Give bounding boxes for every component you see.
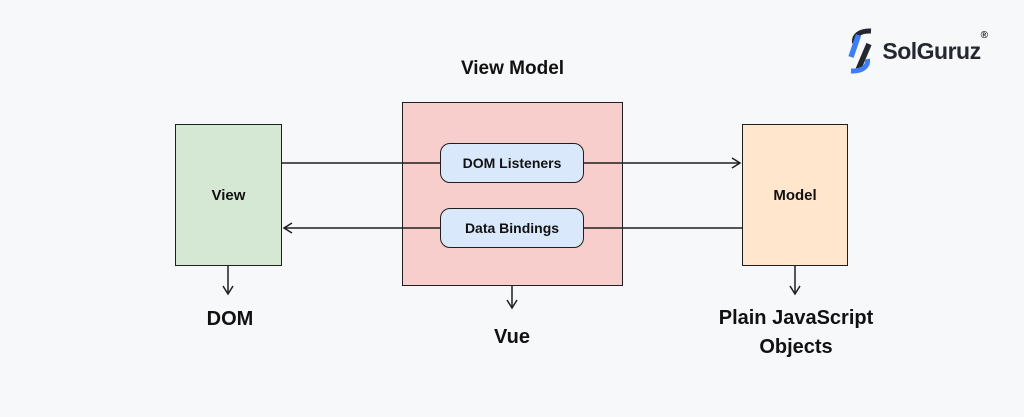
logo-dark-slash [855, 42, 872, 72]
arrowhead-to-model [731, 157, 742, 169]
data-bindings-label: Data Bindings [464, 220, 560, 236]
plain-js-objects-line1: Plain JavaScript [718, 307, 874, 329]
arrowhead-to-view [282, 222, 293, 234]
view-model-title: View Model [460, 58, 565, 79]
plain-js-objects-line2: Objects [759, 336, 833, 358]
vue-caption: Vue [494, 326, 530, 348]
dom-listeners-box: DOM Listeners [440, 143, 584, 183]
solguruz-logo: SolGuruz® [844, 28, 988, 74]
solguruz-logo-icon [848, 28, 872, 74]
arrowhead-to-vue [506, 299, 518, 310]
registered-mark: ® [980, 29, 988, 41]
view-box: View [175, 124, 282, 266]
dom-listeners-label: DOM Listeners [462, 155, 562, 171]
model-box: Model [742, 124, 848, 266]
arrowhead-to-pjo [789, 285, 801, 296]
logo-bottom-hook [851, 58, 871, 74]
view-model-box [402, 102, 623, 286]
arrowhead-to-dom [222, 285, 234, 296]
view-box-label: View [211, 186, 246, 204]
dom-caption: DOM [206, 308, 254, 330]
model-box-label: Model [773, 186, 817, 204]
data-bindings-box: Data Bindings [440, 208, 584, 248]
logo-blue-slash [848, 34, 862, 58]
plain-js-objects-caption: Plain JavaScript Objects [671, 304, 921, 362]
solguruz-logo-text: SolGuruz [882, 37, 981, 64]
